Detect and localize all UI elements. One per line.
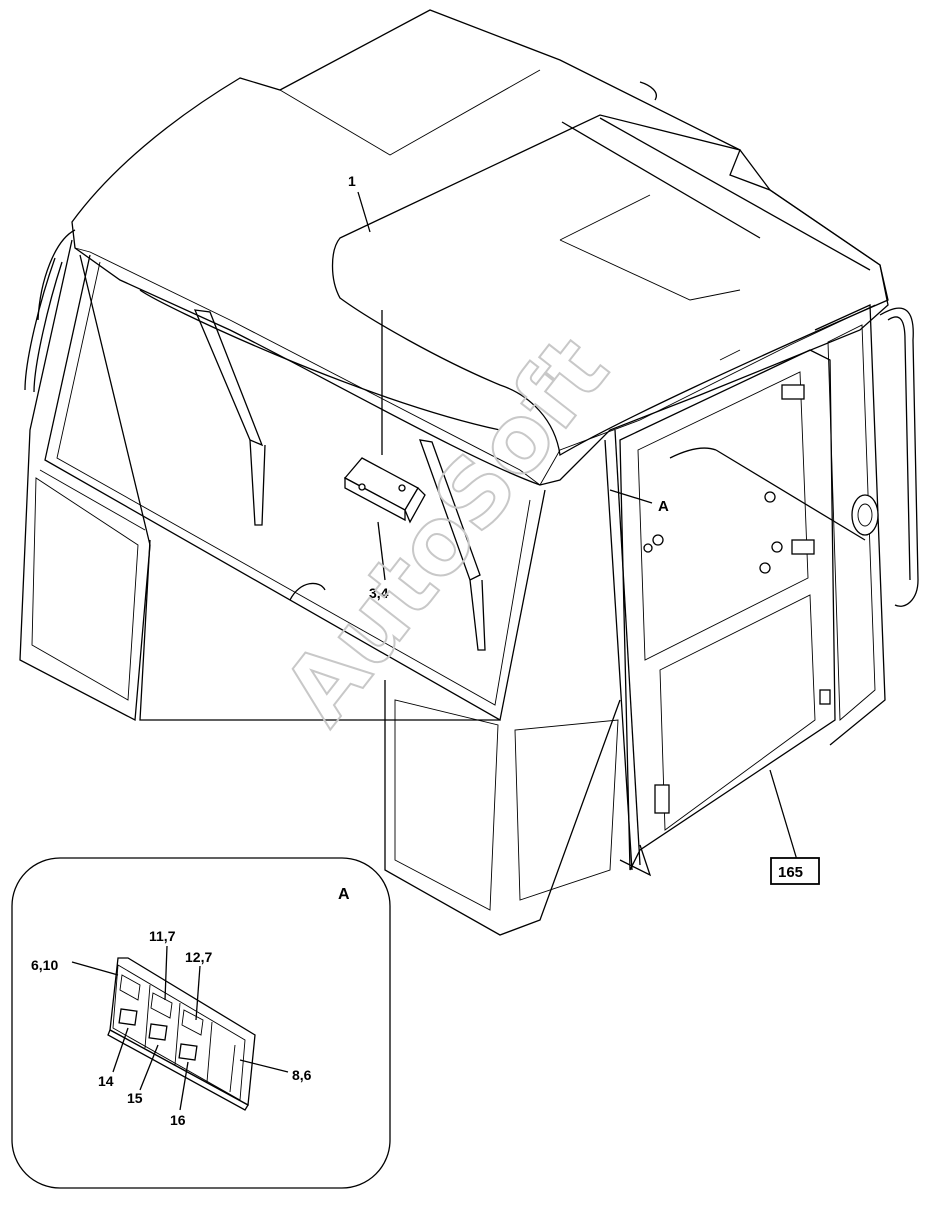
cab-body xyxy=(19,239,919,936)
callout-11-7: 11,7 xyxy=(149,928,176,944)
callout-1: 1 xyxy=(348,173,356,189)
watermark: AutoSoft xyxy=(263,317,629,743)
callout-165: 165 xyxy=(778,864,803,881)
callout-3-4: 3,4 xyxy=(369,585,389,601)
callout-14: 14 xyxy=(98,1073,114,1089)
main-callouts: 1 3,4 A 165 xyxy=(348,173,820,885)
callout-12-7: 12,7 xyxy=(185,949,212,965)
callout-8-6: 8,6 xyxy=(292,1067,312,1083)
detail-a-label: A xyxy=(338,886,350,903)
callout-15: 15 xyxy=(127,1090,143,1106)
cab-roof xyxy=(71,9,889,486)
callout-a: A xyxy=(658,498,669,515)
detail-a-inset: A 6,10 11,7 12,7 8,6 14 xyxy=(11,857,391,1189)
callout-165-box xyxy=(770,857,820,885)
callout-16: 16 xyxy=(170,1112,186,1128)
roof-light-part xyxy=(343,457,426,524)
leader-lines xyxy=(37,81,871,861)
callout-6-10: 6,10 xyxy=(31,957,58,973)
